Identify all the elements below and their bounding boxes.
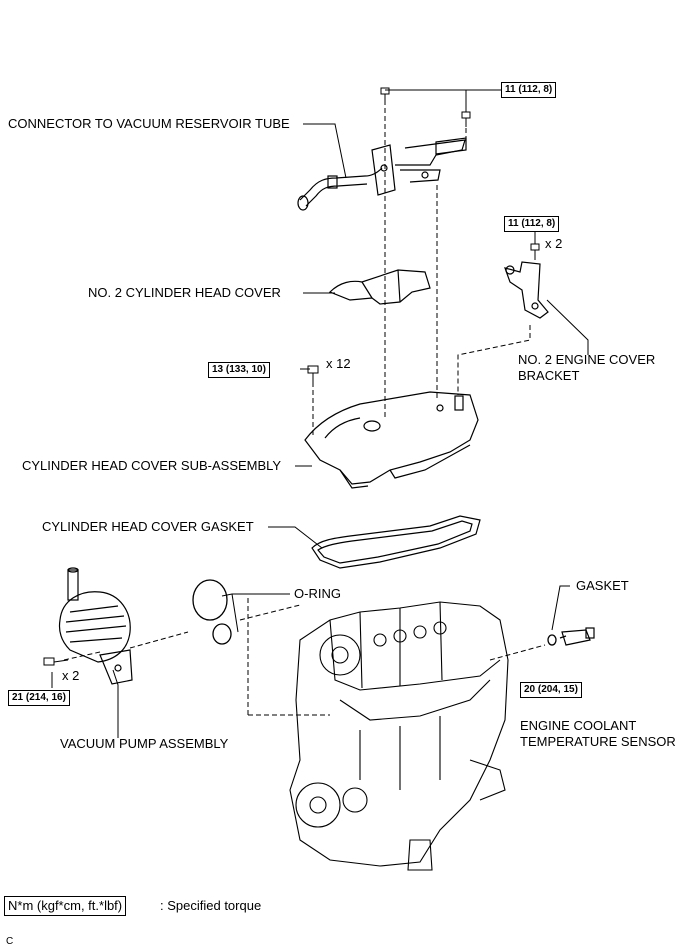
qty-pump: x 2: [62, 668, 80, 683]
legend-torque-units: N*m (kgf*cm, ft.*lbf): [4, 896, 127, 916]
bolt-top-1: [380, 87, 390, 103]
sensor-gasket: [547, 634, 557, 646]
label-coolant-sensor-line1: ENGINE COOLANT: [520, 718, 637, 733]
label-gasket: GASKET: [576, 578, 629, 593]
label-o-ring: O-RING: [294, 586, 341, 601]
figure-code: C: [6, 936, 14, 947]
leader-gasket-right: [551, 585, 570, 631]
connector-tube: [297, 137, 467, 211]
engine-block: [289, 601, 509, 871]
label-bracket-line1: NO. 2 ENGINE COVER: [518, 352, 656, 367]
label-connector: CONNECTOR TO VACUUM RESERVOIR TUBE: [8, 116, 290, 131]
coolant-temp-sensor: [559, 627, 595, 646]
bolt-top-2: [461, 111, 471, 127]
leader-connector: [303, 123, 347, 179]
cylinder-head-cover: [304, 391, 479, 489]
head-cover-gasket: [311, 515, 481, 569]
no2-head-cover: [328, 269, 431, 305]
leader-bracket: [546, 299, 589, 355]
engine-cover-bracket: [504, 261, 549, 319]
torque-sensor: 20 (204, 15): [520, 682, 582, 698]
label-head-cover-sub: CYLINDER HEAD COVER SUB-ASSEMBLY: [22, 458, 282, 473]
o-ring-small: [212, 623, 232, 645]
legend-description: : Specified torque: [160, 898, 262, 913]
label-coolant-sensor-line2: TEMPERATURE SENSOR: [520, 734, 676, 749]
qty-bracket: x 2: [545, 236, 563, 251]
label-no2-head-cover: NO. 2 CYLINDER HEAD COVER: [88, 285, 281, 300]
label-bracket-line2: BRACKET: [518, 368, 580, 383]
bolt-bracket: [530, 243, 540, 260]
vacuum-pump: [58, 567, 133, 685]
qty-cover: x 12: [326, 356, 351, 371]
torque-bracket: 11 (112, 8): [504, 216, 560, 232]
label-head-cover-gasket: CYLINDER HEAD COVER GASKET: [42, 519, 254, 534]
leader-gasket: [268, 526, 323, 549]
leader-pump: [112, 669, 119, 738]
bolt-cover: [307, 365, 319, 386]
o-ring-large: [192, 579, 228, 621]
bolt-pump: [43, 657, 69, 666]
torque-top: 11 (112, 8): [501, 82, 557, 98]
torque-cover: 13 (133, 10): [208, 362, 270, 378]
torque-pump: 21 (214, 16): [8, 690, 70, 706]
label-vacuum-pump: VACUUM PUMP ASSEMBLY: [60, 736, 229, 751]
